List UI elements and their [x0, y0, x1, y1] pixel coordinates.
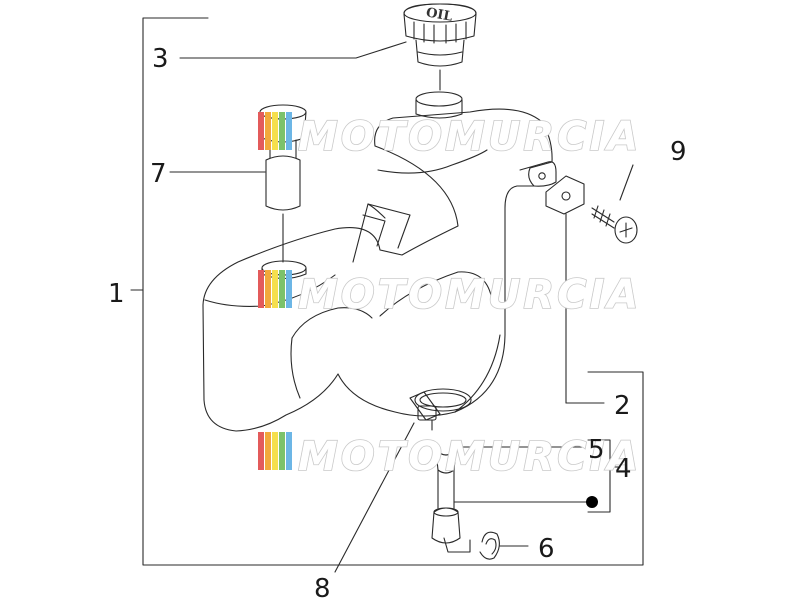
watermark-text: MOTOMURCIA: [298, 114, 641, 160]
watermark-stripe: [279, 112, 285, 150]
callout-3: 3: [152, 44, 169, 74]
watermark-3: MOTOMURCIA: [258, 432, 641, 481]
callout-1: 1: [108, 279, 125, 309]
watermark-stripe: [265, 112, 271, 150]
watermark-stripe: [265, 432, 271, 470]
callout-9: 9: [670, 137, 687, 167]
watermark-stripe: [286, 270, 292, 308]
watermark-text: MOTOMURCIA: [298, 272, 641, 318]
watermark-stripe: [286, 432, 292, 470]
watermark-stripe: [272, 112, 278, 150]
callout-5: 5: [588, 435, 605, 465]
outlet-fitting: [431, 419, 471, 553]
watermark-stripe: [272, 432, 278, 470]
watermark-stripe: [258, 432, 264, 470]
callout-6: 6: [538, 534, 555, 564]
watermark-stripe: [279, 432, 285, 470]
leader-lines: [169, 41, 634, 573]
watermark-stripe: [265, 270, 271, 308]
watermark-stripe: [258, 112, 264, 150]
callout-2: 2: [614, 391, 631, 421]
watermark-stripe: [279, 270, 285, 308]
watermark-text: MOTOMURCIA: [298, 434, 641, 480]
callout-7: 7: [150, 159, 167, 189]
callout-8: 8: [314, 574, 331, 600]
dot-marker: [586, 496, 598, 508]
oil-cap: [403, 3, 477, 91]
watermark-1: MOTOMURCIA: [258, 112, 641, 161]
bracket-4-lines: [587, 439, 621, 513]
watermark-stripe: [258, 270, 264, 308]
screw: [591, 205, 638, 244]
spring-clip: [479, 531, 500, 560]
plate-nut: [545, 175, 585, 219]
watermark-2: MOTOMURCIA: [258, 270, 641, 319]
bracket-1-lines: [130, 17, 644, 566]
watermark-stripe: [272, 270, 278, 308]
hose-clamp: [409, 388, 472, 421]
callout-4: 4: [615, 454, 632, 484]
watermark-stripe: [286, 112, 292, 150]
cap-label: OIL: [425, 5, 454, 24]
